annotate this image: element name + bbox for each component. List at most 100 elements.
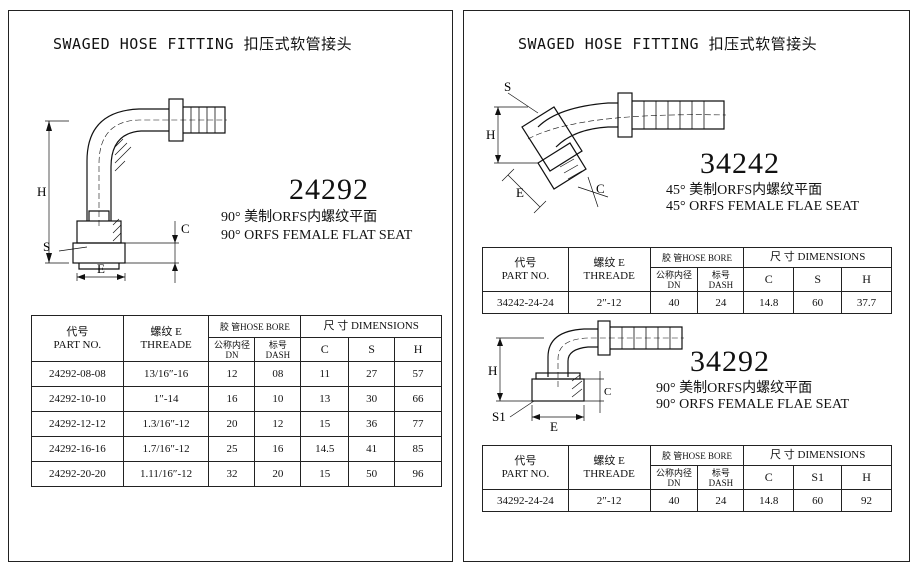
fitting-drawing-34242: S H E C xyxy=(486,79,727,214)
header-dimensions: 尺 寸 DIMENSIONS xyxy=(743,445,892,466)
table-cell: 24292-20-20 xyxy=(31,461,124,487)
dim-label-s: S xyxy=(43,239,50,254)
model-number-34242: 34242 xyxy=(700,147,780,180)
table-cell: 15 xyxy=(300,461,350,487)
table-cell: 60 xyxy=(793,489,843,512)
description-en-34292: 90° ORFS FEMALE FLAE SEAT xyxy=(656,397,850,412)
table-cell: 16 xyxy=(208,386,256,412)
table-cell: 14.8 xyxy=(743,489,795,512)
dim-label-e: E xyxy=(550,419,558,434)
table-cell: 60 xyxy=(793,291,843,314)
dim-label-c: C xyxy=(604,386,611,398)
description-en: 90° ORFS FEMALE FLAT SEAT xyxy=(221,228,413,243)
table-cell: 1.11/16″-12 xyxy=(122,461,210,487)
table-cell: 14.5 xyxy=(300,436,350,462)
table-cell: 1″-14 xyxy=(122,386,210,412)
table-cell: 10 xyxy=(254,386,302,412)
table-cell: 24 xyxy=(697,489,745,512)
table-cell: 24292-10-10 xyxy=(31,386,124,412)
table-cell: 15 xyxy=(300,411,350,437)
header-dimensions: 尺 寸 DIMENSIONS xyxy=(300,315,442,338)
table-cell: 41 xyxy=(348,436,396,462)
model-number-34292: 34292 xyxy=(690,345,770,378)
table-cell: 13 xyxy=(300,386,350,412)
header-s: S xyxy=(348,337,396,362)
header-c: C xyxy=(300,337,350,362)
dim-label-c: C xyxy=(181,221,190,236)
dim-label-h: H xyxy=(486,127,495,142)
table-cell: 13/16″-16 xyxy=(122,361,210,387)
header-hose-bore: 胶 管HOSE BORE xyxy=(649,445,745,466)
table-cell: 24292-08-08 xyxy=(31,361,124,387)
dim-label-e: E xyxy=(516,185,524,200)
table-cell: 37.7 xyxy=(841,291,892,314)
table-cell: 40 xyxy=(649,489,699,512)
table-cell: 24292-16-16 xyxy=(31,436,124,462)
header-c: C xyxy=(743,267,795,292)
table-cell: 2″-12 xyxy=(567,489,651,512)
dim-label-e: E xyxy=(97,261,105,276)
dim-label-s: S xyxy=(504,79,511,94)
header-h: H xyxy=(841,465,892,490)
header-dimensions: 尺 寸 DIMENSIONS xyxy=(743,247,892,268)
header-s1: S1 xyxy=(793,465,843,490)
header-hose-bore: 胶 管HOSE BORE xyxy=(649,247,745,268)
table-cell: 50 xyxy=(348,461,396,487)
panel-title: SWAGED HOSE FITTING 扣压式软管接头 xyxy=(518,35,818,53)
panel-title: SWAGED HOSE FITTING 扣压式软管接头 xyxy=(53,35,353,53)
fitting-drawing-34292: H S1 E C xyxy=(488,320,684,434)
table-cell: 16 xyxy=(254,436,302,462)
header-h: H xyxy=(841,267,892,292)
table-cell: 11 xyxy=(300,361,350,387)
table-cell: 14.8 xyxy=(743,291,795,314)
header-s: S xyxy=(793,267,843,292)
table-cell: 96 xyxy=(394,461,442,487)
table-cell: 92 xyxy=(841,489,892,512)
description-cn-34242: 45° 美制ORFS内螺纹平面 xyxy=(666,183,823,198)
catalog-panel-34242-34292: SWAGED HOSE FITTING 扣压式软管接头 S H E xyxy=(463,10,910,562)
table-cell: 20 xyxy=(254,461,302,487)
table-cell: 36 xyxy=(348,411,396,437)
table-cell: 27 xyxy=(348,361,396,387)
dim-label-s1: S1 xyxy=(492,409,506,424)
table-cell: 2″-12 xyxy=(567,291,651,314)
table-cell: 12 xyxy=(208,361,256,387)
table-cell: 30 xyxy=(348,386,396,412)
table-cell: 32 xyxy=(208,461,256,487)
description-cn: 90° 美制ORFS内螺纹平面 xyxy=(221,210,378,225)
table-cell: 57 xyxy=(394,361,442,387)
table-cell: 34292-24-24 xyxy=(482,489,569,512)
dim-label-h: H xyxy=(37,184,46,199)
table-cell: 24292-12-12 xyxy=(31,411,124,437)
description-cn-34292: 90° 美制ORFS内螺纹平面 xyxy=(656,381,813,396)
table-cell: 20 xyxy=(208,411,256,437)
table-cell: 12 xyxy=(254,411,302,437)
table-cell: 77 xyxy=(394,411,442,437)
table-cell: 66 xyxy=(394,386,442,412)
table-cell: 08 xyxy=(254,361,302,387)
catalog-panel-24292: SWAGED HOSE FITTING 扣压式软管接头 xyxy=(8,10,453,562)
dim-label-h: H xyxy=(488,363,497,378)
table-cell: 24 xyxy=(697,291,745,314)
dim-label-c: C xyxy=(596,181,605,196)
